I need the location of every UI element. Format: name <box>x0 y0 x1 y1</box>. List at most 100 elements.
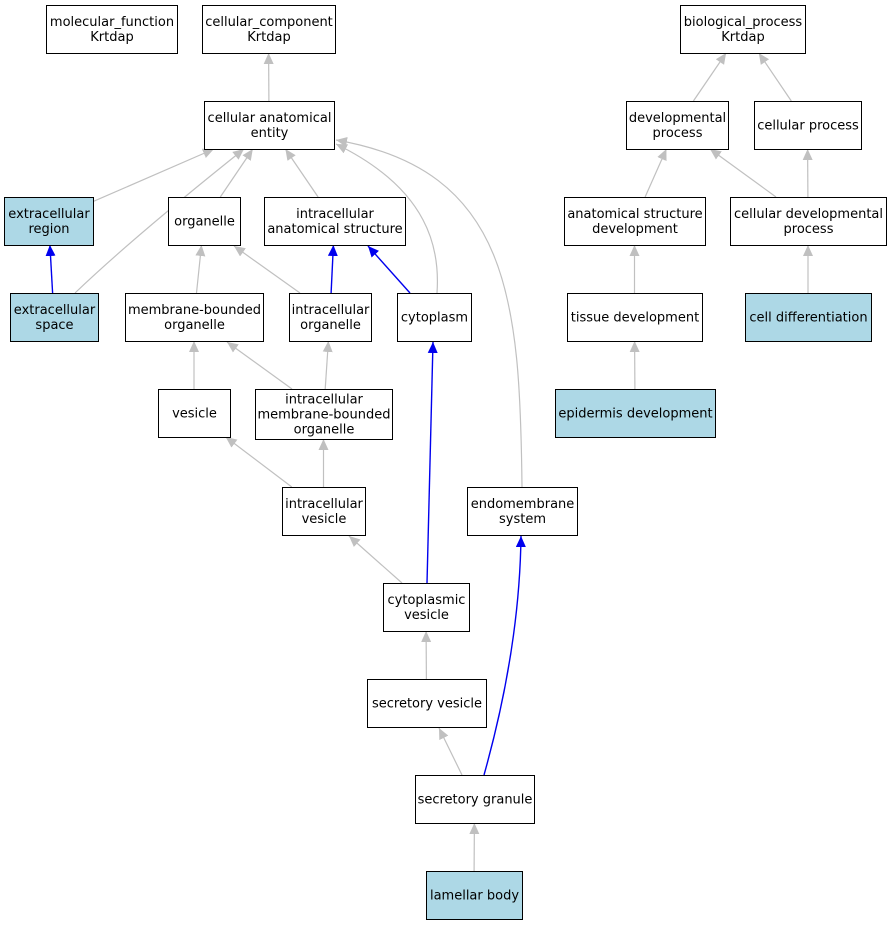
node-lamellar-body[interactable]: lamellar body <box>426 871 523 920</box>
node-epidermis-development[interactable]: epidermis development <box>555 389 716 438</box>
node-box <box>383 583 470 632</box>
node-label: developmental <box>629 111 726 126</box>
edge-cellular-process-to-biological-process <box>758 52 792 102</box>
edge-extracellular-space-to-extracellular-region <box>45 244 56 294</box>
node-label: vesicle <box>302 512 347 527</box>
node-box <box>564 197 706 246</box>
node-vesicle[interactable]: vesicle <box>158 389 231 438</box>
node-box <box>168 197 241 246</box>
node-box <box>46 5 178 54</box>
node-box <box>426 871 523 920</box>
node-box <box>264 197 406 246</box>
node-tissue-development[interactable]: tissue development <box>567 293 703 342</box>
node-box <box>555 389 716 438</box>
node-cellular-process[interactable]: cellular process <box>754 101 862 150</box>
node-box <box>397 293 472 342</box>
node-box <box>415 775 535 824</box>
node-label: region <box>28 222 69 237</box>
edge-intracellular-vesicle-to-vesicle <box>225 436 293 488</box>
node-label: intracellular <box>292 303 370 318</box>
edge-cytoplasm-to-intracellular-anatomical-structure <box>367 245 411 294</box>
node-label: endomembrane <box>471 497 575 512</box>
node-label: process <box>653 126 703 141</box>
edge-developmental-process-to-biological-process <box>692 52 727 102</box>
edge-extracellular-space-to-cellular-anatomical-entity <box>74 148 245 294</box>
node-box <box>289 293 372 342</box>
edge-intracellular-organelle-to-intracellular-anatomical-structure <box>327 244 338 294</box>
node-label: space <box>35 318 73 333</box>
edge-extracellular-region-to-cellular-anatomical-entity <box>92 148 215 203</box>
edge-intracellular-anatomical-structure-to-cellular-anatomical-entity <box>284 148 319 198</box>
node-label: extracellular <box>8 207 90 222</box>
node-label: secretory vesicle <box>372 697 482 712</box>
node-box <box>626 101 729 150</box>
node-label: molecular_function <box>50 15 174 30</box>
node-box <box>754 101 862 150</box>
node-label: Krtdap <box>721 30 764 45</box>
edge-anatomical-structure-development-to-developmental-process <box>644 148 667 198</box>
node-box <box>255 389 393 440</box>
node-box <box>158 389 231 438</box>
edge-organelle-to-cellular-anatomical-entity <box>219 148 254 198</box>
edge-intracellular-membrane-bounded-organelle-to-membrane-bounded-organelle <box>226 341 293 390</box>
node-label: biological_process <box>684 15 803 30</box>
edges-layer <box>45 52 813 872</box>
node-label: intracellular <box>296 207 374 222</box>
edge-cellular-developmental-process-to-developmental-process <box>709 148 777 198</box>
edge-cytoplasm-to-cellular-anatomical-entity <box>335 143 439 294</box>
node-label: intracellular <box>285 393 363 408</box>
node-label: secretory granule <box>418 793 533 808</box>
edge-secretory-granule-to-secretory-vesicle <box>438 727 463 776</box>
node-label: tissue development <box>571 311 699 326</box>
node-secretory-granule[interactable]: secretory granule <box>415 775 535 824</box>
nodes-layer: molecular_functionKrtdapcellular_compone… <box>4 5 887 920</box>
edge-cytoplasmic-vesicle-to-cytoplasm <box>426 341 438 584</box>
node-label: extracellular <box>14 303 96 318</box>
node-label: cellular anatomical <box>208 111 332 126</box>
node-label: intracellular <box>285 497 363 512</box>
node-cytoplasm[interactable]: cytoplasm <box>397 293 472 342</box>
node-organelle[interactable]: organelle <box>168 197 241 246</box>
node-box <box>204 101 335 150</box>
edge-endomembrane-system-to-cellular-anatomical-entity <box>335 136 523 488</box>
node-label: cellular developmental <box>734 207 883 222</box>
node-secretory-vesicle[interactable]: secretory vesicle <box>367 679 487 728</box>
node-label: membrane-bounded <box>257 408 390 423</box>
node-label: cell differentiation <box>749 311 867 326</box>
node-label: organelle <box>164 318 225 333</box>
node-label: cytoplasm <box>401 311 468 326</box>
node-label: Krtdap <box>247 30 290 45</box>
node-label: lamellar body <box>430 889 519 904</box>
node-label: organelle <box>294 423 355 438</box>
node-label: cellular process <box>757 119 859 134</box>
node-cell-differentiation[interactable]: cell differentiation <box>745 293 872 342</box>
node-box <box>4 197 94 246</box>
node-label: process <box>784 222 834 237</box>
node-label: vesicle <box>404 608 449 623</box>
node-box <box>730 197 887 246</box>
edge-membrane-bounded-organelle-to-organelle <box>195 244 206 294</box>
edge-secretory-granule-to-endomembrane-system <box>483 535 526 776</box>
edge-intracellular-organelle-to-organelle <box>233 245 301 294</box>
node-label: entity <box>251 126 289 141</box>
node-box <box>367 679 487 728</box>
node-label: vesicle <box>172 407 217 422</box>
node-label: membrane-bounded <box>128 303 261 318</box>
node-box <box>202 5 336 54</box>
